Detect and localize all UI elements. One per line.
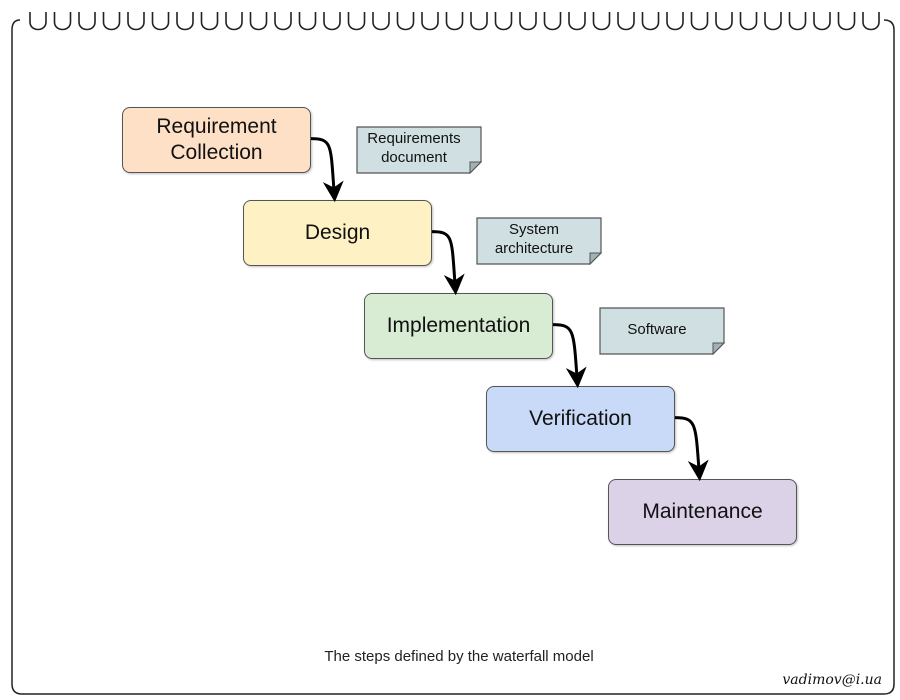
binding-loop	[176, 12, 194, 31]
binding-loop	[53, 12, 72, 31]
note-shape	[356, 126, 482, 174]
binding-loop	[29, 12, 47, 31]
binding-loop	[519, 12, 537, 31]
step-verification: Verification	[486, 386, 675, 452]
binding-loop	[666, 12, 684, 31]
binding-loop	[298, 12, 317, 31]
binding-loop	[347, 12, 366, 31]
binding-loop	[445, 12, 464, 31]
step-label: Verification	[529, 407, 632, 430]
binding-loop	[249, 12, 268, 31]
binding-loop	[127, 12, 145, 31]
binding-loop	[274, 12, 292, 31]
binding-loop	[421, 12, 439, 31]
step-implementation: Implementation	[364, 293, 553, 359]
binding-loop	[862, 12, 880, 31]
binding-loop	[323, 12, 341, 31]
binding-loop	[396, 12, 415, 31]
binding-loop	[568, 12, 586, 31]
step-label: Design	[304, 221, 371, 244]
binding-loop	[200, 12, 219, 31]
frame-border	[11, 19, 895, 695]
binding-loop	[225, 12, 243, 31]
binding-loop	[690, 12, 709, 31]
binding-loop	[739, 12, 758, 31]
binding-loop	[617, 12, 635, 31]
artifact-label: System architecture	[494, 221, 574, 257]
note-shape	[599, 307, 725, 355]
binding-loop	[592, 12, 611, 31]
note-shape	[476, 217, 602, 265]
binding-loop	[543, 12, 562, 31]
binding-loop	[641, 12, 660, 31]
step-maintenance: Maintenance	[608, 479, 797, 545]
artifact-system-architecture: System architecture	[476, 217, 602, 265]
binding-loop	[494, 12, 513, 31]
binding-loop	[470, 12, 488, 31]
step-label: Implementation	[386, 314, 531, 337]
binding-loop	[788, 12, 807, 31]
step-label: Maintenance	[642, 500, 763, 523]
binding-loop	[372, 12, 390, 31]
binding-loop	[764, 12, 782, 31]
step-requirement-collection: Requirement Collection	[122, 107, 311, 173]
binding-loop	[715, 12, 733, 31]
binding-loop	[78, 12, 96, 31]
artifact-label: Software	[627, 320, 687, 338]
binding-loop	[151, 12, 170, 31]
binding-loop	[837, 12, 856, 31]
diagram-caption: The steps defined by the waterfall model	[324, 648, 594, 665]
artifact-requirements-document: Requirements document	[356, 126, 482, 174]
binding-loop	[813, 12, 831, 31]
binding-loop	[102, 12, 121, 31]
step-design: Design	[243, 200, 432, 266]
spiral-binding	[29, 12, 880, 31]
author-signature: vadimov@i.ua	[778, 672, 886, 688]
step-label: Requirement Collection	[156, 115, 277, 164]
artifact-label: Requirements document	[367, 130, 461, 166]
artifact-software: Software	[599, 307, 725, 355]
